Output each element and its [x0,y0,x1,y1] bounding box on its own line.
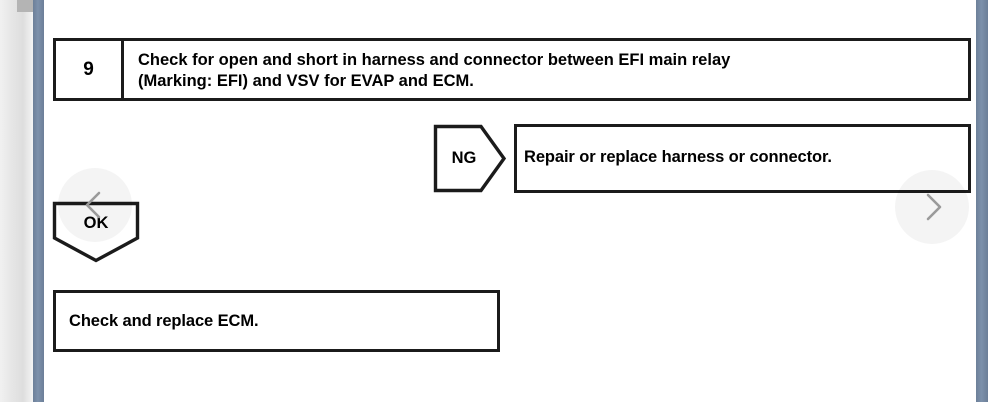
step-number: 9 [83,58,94,80]
flowchart-step-header: 9 Check for open and short in harness an… [53,38,971,101]
viewer-right-padding [988,0,994,402]
step-title: Check for open and short in harness and … [138,51,731,90]
branch-result-box-ng [514,124,971,193]
document-page: 9 Check for open and short in harness an… [44,0,976,402]
branch-label-ok: OK [83,214,109,232]
branch-result-text-ng: Repair or replace harness or connector. [524,148,832,166]
next-page-button[interactable] [895,170,969,244]
viewer-right-rail [976,0,988,402]
vertical-scrollbar-thumb[interactable] [17,0,33,12]
branch-result-box-ok [53,290,500,352]
viewer-left-rail [33,0,44,402]
previous-page-button[interactable] [58,168,132,242]
branch-pentagon-ok [52,201,140,263]
step-number-cell: 9 [56,41,124,98]
vertical-scrollbar-track[interactable] [0,0,33,402]
branch-pentagon-ng [433,124,507,193]
chevron-right-icon [926,193,942,221]
chevron-left-icon [85,191,101,219]
branch-label-ng: NG [451,149,477,167]
branch-result-text-ok: Check and replace ECM. [69,312,259,330]
